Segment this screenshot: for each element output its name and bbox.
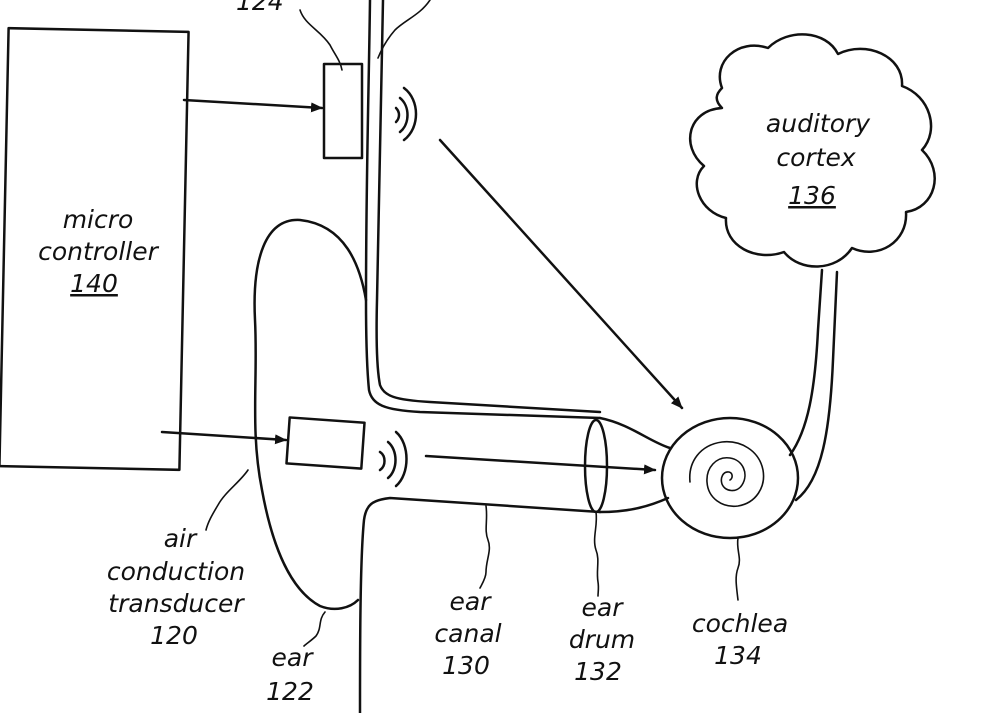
neck-outline [358, 496, 602, 713]
label-air-conduction-transducer: air conduction transducer 120 [107, 524, 246, 650]
svg-text:ear: ear [272, 643, 315, 672]
leader-124 [299, 9, 343, 71]
head-outline-right [375, 0, 602, 414]
svg-text:132: 132 [574, 657, 622, 686]
svg-text:130: 130 [442, 651, 490, 680]
leader-120 [205, 469, 249, 531]
label-ear: ear 122 [266, 643, 314, 706]
leader-132 [593, 511, 600, 597]
arrow-ear-canal [424, 454, 657, 475]
leader-skull [377, 0, 431, 59]
sound-waves-bone [394, 86, 418, 142]
svg-text:canal: canal [434, 619, 501, 648]
arrow-bone-conduction [438, 138, 684, 410]
svg-text:drum: drum [569, 625, 635, 654]
svg-text:124: 124 [236, 0, 284, 16]
svg-text:controller: controller [38, 237, 160, 266]
svg-text:cochlea: cochlea [692, 609, 788, 638]
ear-canal-upper [598, 416, 672, 450]
svg-text:air: air [164, 524, 198, 553]
arrow-to-top-transducer [182, 98, 324, 113]
head-outline-left [364, 0, 602, 420]
svg-text:ear: ear [450, 587, 493, 616]
auditory-nerve-right [794, 270, 839, 502]
arrow-to-air-transducer [160, 430, 288, 445]
label-top-ref: 124 [236, 0, 284, 16]
svg-text:120: 120 [150, 621, 198, 650]
svg-text:140: 140 [70, 269, 118, 298]
auditory-cortex-cloud [688, 33, 936, 268]
svg-text:cortex: cortex [776, 143, 856, 172]
microcontroller-box [0, 26, 190, 472]
svg-text:transducer: transducer [108, 589, 245, 618]
ear-canal-lower [598, 496, 670, 514]
svg-text:conduction: conduction [107, 557, 245, 586]
svg-text:134: 134 [714, 641, 762, 670]
leader-122 [303, 611, 326, 647]
bone-conduction-transducer-box [322, 62, 364, 160]
svg-text:136: 136 [788, 181, 836, 210]
outer-ear [253, 218, 368, 611]
svg-text:ear: ear [582, 593, 625, 622]
svg-text:auditory: auditory [766, 109, 871, 138]
label-ear-canal: ear canal 130 [434, 587, 501, 680]
leader-130 [479, 505, 491, 589]
leader-134 [735, 537, 741, 601]
auditory-nerve-left [788, 268, 824, 457]
sound-waves-air [378, 430, 408, 488]
air-conduction-transducer-box [285, 416, 366, 470]
label-ear-drum: ear drum 132 [569, 593, 635, 686]
label-cochlea: cochlea 134 [692, 609, 788, 670]
label-auditory-cortex: auditory cortex 136 [766, 109, 871, 210]
svg-text:micro: micro [63, 205, 134, 234]
label-microcontroller: micro controller 140 [38, 205, 160, 298]
svg-text:122: 122 [266, 677, 314, 706]
cochlea [660, 416, 800, 540]
